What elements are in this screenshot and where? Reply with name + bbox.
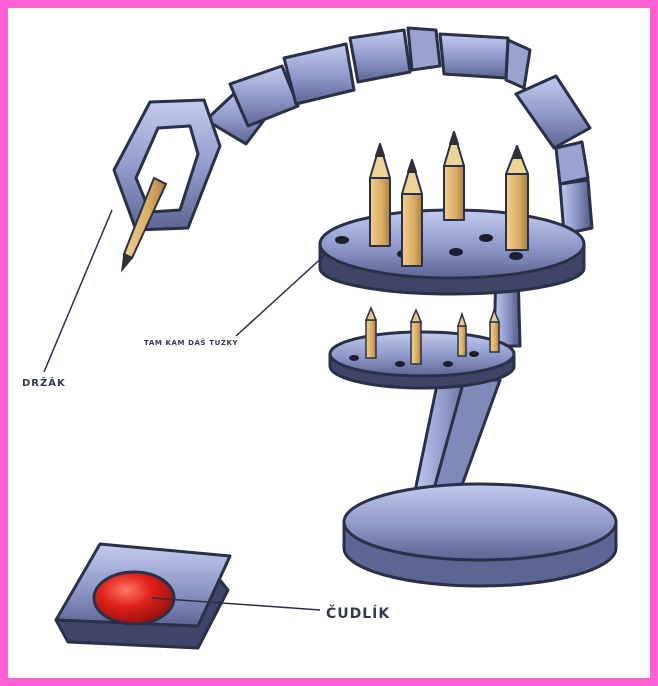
stand-base xyxy=(344,484,616,586)
arm-segment xyxy=(350,30,410,82)
arm-segment xyxy=(516,76,590,148)
arm-segment xyxy=(440,34,508,78)
robot-arm xyxy=(206,28,592,234)
arm-segment xyxy=(556,142,588,184)
lower-pencil-tray xyxy=(330,308,514,388)
holder-label: DRŽÁK xyxy=(22,378,66,389)
push-button xyxy=(56,544,230,648)
robot-pencil-stand-drawing xyxy=(8,8,650,678)
pencil-holder-claw xyxy=(114,100,220,270)
label-pointer-lines xyxy=(44,210,326,610)
arm-segment xyxy=(408,28,440,70)
upper-pencil-tray xyxy=(320,210,584,294)
arm-segment xyxy=(284,44,354,104)
arm-segment xyxy=(506,40,530,88)
illustration-canvas: DRŽÁK TAM KAM DÁŠ TUŽKY ČUDLÍK xyxy=(8,8,650,678)
button-label: ČUDLÍK xyxy=(326,606,390,622)
pencil-tray-label: TAM KAM DÁŠ TUŽKY xyxy=(144,339,238,347)
